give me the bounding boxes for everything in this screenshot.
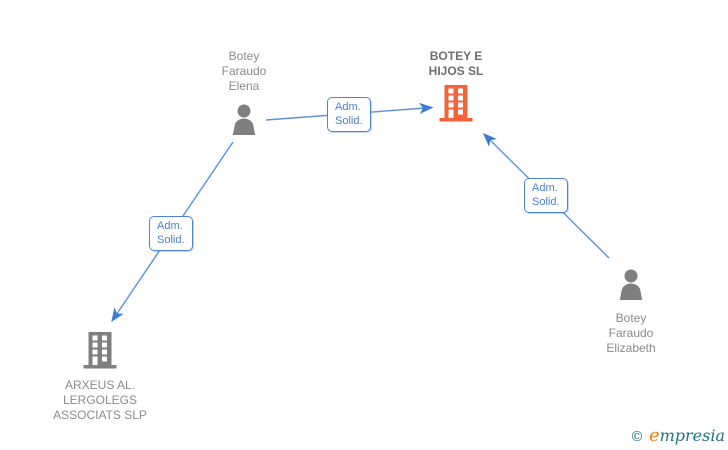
building-icon[interactable] [83,332,117,374]
node-label-line: ASSOCIATS SLP [53,408,147,422]
node-label[interactable]: Botey Faraudo Elizabeth [561,311,701,356]
node-label-line: Elena [228,79,260,93]
node-label-line: ARXEUS AL. [64,378,136,392]
edge-label-elena-arxeus: Adm. Solid. [149,216,193,251]
person-icon[interactable] [616,269,646,305]
brand-initial: e [648,425,660,446]
edge-label-line: Adm. [335,101,361,113]
edge-label-elizabeth-botey: Adm. Solid. [524,178,568,213]
node-label-line: Faraudo [221,64,267,78]
edge-label-line: Adm. [157,220,183,232]
node-person-elena[interactable]: Botey Faraudo Elena [174,49,314,140]
node-person-elizabeth[interactable]: Botey Faraudo Elizabeth [561,269,701,356]
edge-label-elena-botey: Adm. Solid. [327,97,371,132]
person-icon[interactable] [229,104,259,140]
node-label-line: Botey [615,311,647,325]
empresia-logo[interactable]: ©empresia [630,425,725,446]
node-label-line: LERGOLEGS [62,393,138,407]
brand-name: mpresia [659,426,725,445]
copyright-icon: © [629,429,644,445]
node-company-botey-e-hijos[interactable]: BOTEY E HIJOS SL [386,49,526,127]
edge-label-line: Adm. [532,182,558,194]
node-label[interactable]: Botey Faraudo Elena [174,49,314,94]
node-label-line: Elizabeth [606,341,656,355]
node-label[interactable]: ARXEUS AL. LERGOLEGS ASSOCIATS SLP [30,378,170,423]
node-company-arxeus[interactable]: ARXEUS AL. LERGOLEGS ASSOCIATS SLP [30,332,170,423]
edge-label-line: Solid. [157,234,185,246]
building-icon[interactable] [439,85,473,127]
edge-label-line: Solid. [335,115,363,127]
node-label-line: HIJOS SL [428,64,484,78]
node-label-line: Botey [228,49,260,63]
node-label[interactable]: BOTEY E HIJOS SL [386,49,526,79]
node-label-line: Faraudo [608,326,654,340]
edge-label-line: Solid. [532,196,560,208]
node-label-line: BOTEY E [429,49,483,63]
